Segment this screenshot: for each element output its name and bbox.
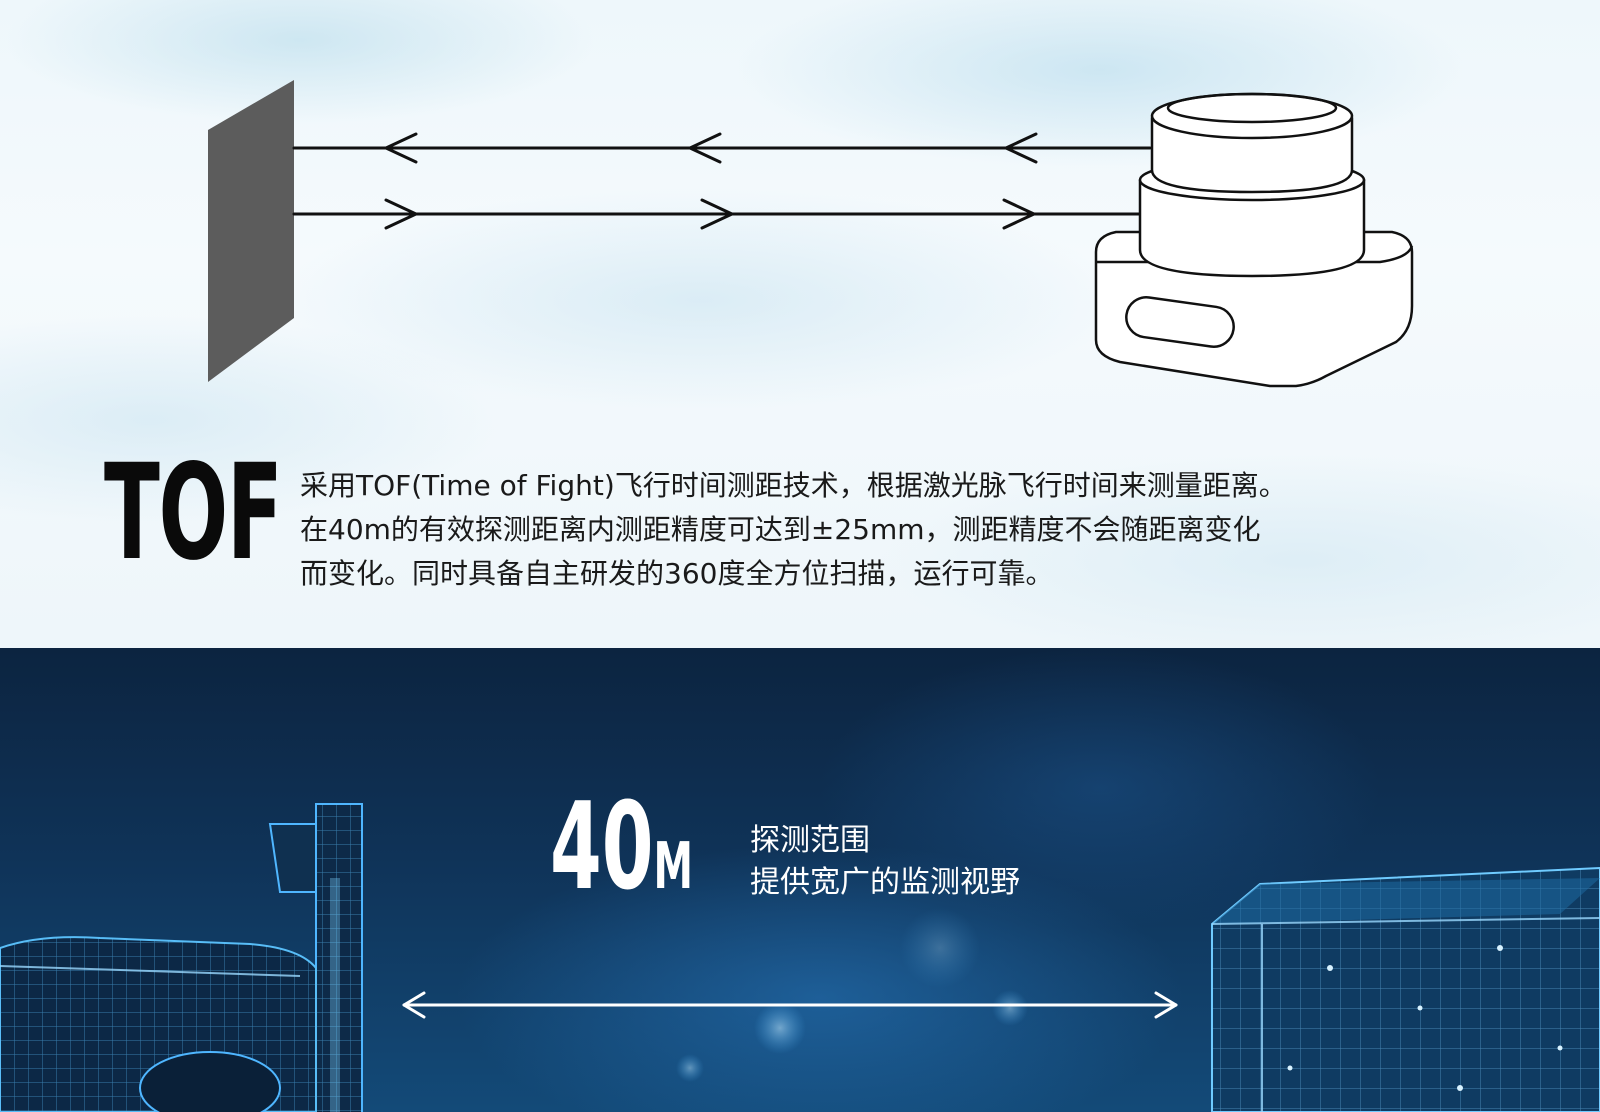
emit-beam <box>292 198 1142 230</box>
cargo-cube-icon <box>1211 866 1600 1112</box>
reflector-wall-icon <box>208 80 294 382</box>
tof-description-line: 在40m的有效探测距离内测距精度可达到±25mm，测距精度不会随距离变化 <box>300 513 1261 546</box>
tof-diagram <box>208 80 1414 388</box>
tof-description-line: 采用TOF(Time of Fight)飞行时间测距技术，根据激光脉飞行时间来测… <box>300 469 1287 502</box>
return-beam <box>292 132 1152 164</box>
range-label-title: 探测范围 <box>750 823 870 858</box>
range-section: 40M 探测范围 提供宽广的监测视野 <box>0 648 1600 1112</box>
arrow-right-icon <box>1002 198 1036 230</box>
arrow-right-icon <box>700 198 734 230</box>
tof-description-line: 而变化。同时具备自主研发的360度全方位扫描，运行可靠。 <box>300 557 1054 590</box>
arrow-left-icon <box>1004 132 1038 164</box>
arrow-left-icon <box>688 132 722 164</box>
range-artwork <box>0 803 1600 1112</box>
tof-section: TOF 采用TOF(Time of Fight)飞行时间测距技术，根据激光脉飞行… <box>0 0 1600 648</box>
lidar-sensor-icon <box>1094 92 1414 388</box>
range-value: 40M <box>550 788 693 908</box>
forklift-icon <box>0 803 363 1112</box>
range-unit: M <box>653 830 694 904</box>
double-arrow-icon <box>402 991 1178 1019</box>
tof-description: 采用TOF(Time of Fight)飞行时间测距技术，根据激光脉飞行时间来测… <box>300 464 1500 596</box>
arrow-right-icon <box>384 198 418 230</box>
tof-title: TOF <box>104 436 283 590</box>
range-label-subtitle: 提供宽广的监测视野 <box>750 865 1020 900</box>
range-label: 探测范围 提供宽广的监测视野 <box>750 820 1020 904</box>
arrow-left-icon <box>384 132 418 164</box>
range-number: 40 <box>550 778 654 917</box>
